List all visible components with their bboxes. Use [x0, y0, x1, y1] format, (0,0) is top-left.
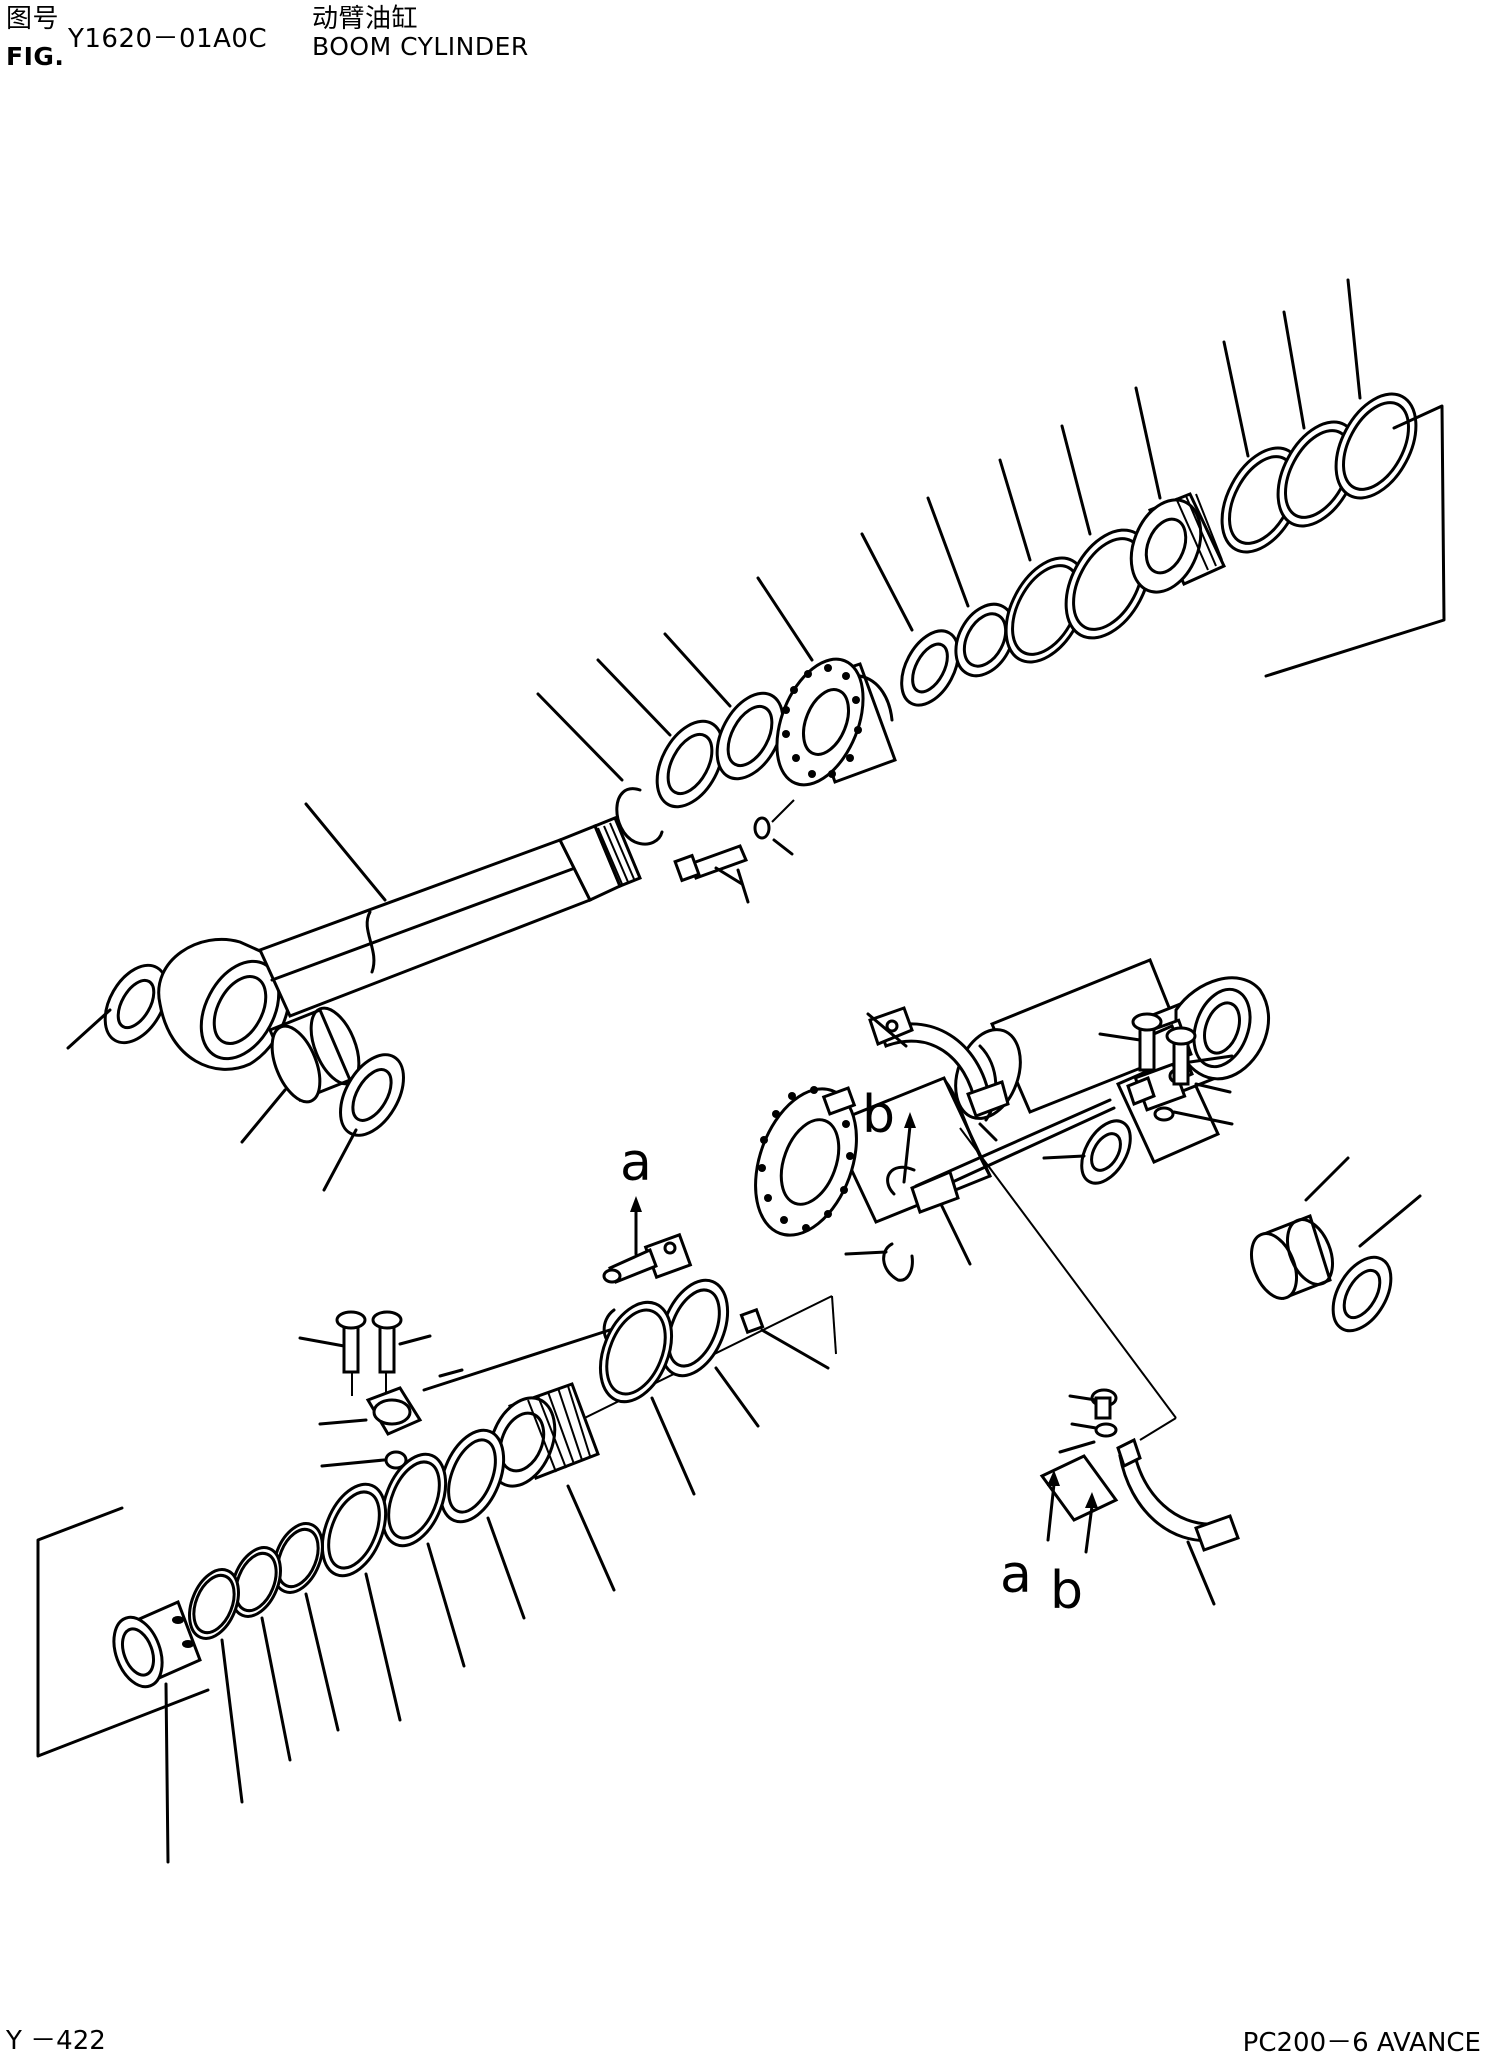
bracket-plate — [1039, 1388, 1119, 1554]
kit-bracket-upper — [1264, 404, 1446, 678]
cylinder-head — [756, 576, 897, 787]
fig-label-cn: 图号 — [6, 4, 60, 34]
title-cn: 动臂油缸 — [312, 4, 419, 34]
callout-a-top: a — [620, 1133, 652, 1193]
backup-ring-1 — [1060, 424, 1152, 640]
page-number: Y －422 — [6, 2026, 106, 2056]
lower-ring-7 — [230, 1546, 292, 1762]
buffer-ring — [860, 532, 960, 707]
bottom-seal — [1331, 1194, 1422, 1333]
title-en: BOOM CYLINDER — [312, 32, 529, 61]
pipe-b — [844, 1012, 1234, 1282]
piston — [1129, 386, 1227, 594]
bushing — [926, 496, 1016, 678]
snap-ring — [536, 692, 664, 846]
lower-collar — [112, 1599, 202, 1864]
piston-rod — [257, 816, 642, 1018]
rod-end-seal — [103, 963, 169, 1045]
bottom-bushing — [1250, 1156, 1350, 1300]
callout-a-bottom: a — [1000, 1545, 1032, 1605]
lower-piston — [487, 1382, 616, 1592]
figure-number: Y1620－01A0C — [68, 24, 268, 54]
lower-ring-6 — [272, 1522, 340, 1732]
tube-plug — [739, 1307, 830, 1370]
callout-b-top: b — [862, 1085, 895, 1145]
alignment-bracket-a — [831, 1295, 837, 1355]
rod-end-bushing — [240, 1006, 361, 1144]
alignment-line-b — [959, 1127, 1177, 1419]
band-clamp-lower — [1116, 1437, 1240, 1606]
pipe-a — [298, 1196, 694, 1470]
rod-end-seal-2 — [322, 1053, 405, 1192]
cylinder-tube — [754, 958, 1188, 1266]
lower-ring-2 — [599, 1300, 696, 1496]
kit-bracket-lower — [36, 1506, 210, 1758]
rod-eye — [157, 937, 292, 1071]
rod-packing — [663, 632, 785, 781]
fig-label-en: FIG. — [6, 42, 65, 71]
alignment-bracket-b — [1139, 1417, 1177, 1441]
machine-model: PC200－6 AVANCE — [1242, 2028, 1481, 2058]
head-washer — [753, 799, 795, 856]
lower-ring-5 — [320, 1482, 402, 1722]
lower-ring-3 — [438, 1428, 526, 1620]
band-clamp-upper — [866, 1006, 1010, 1142]
piston-seal — [1334, 278, 1418, 500]
dust-seal — [596, 658, 725, 809]
tube-bushing — [1042, 1119, 1132, 1185]
lower-ring-8 — [188, 1568, 244, 1804]
lower-ring-4 — [380, 1452, 466, 1668]
head-bolt — [673, 844, 750, 904]
callout-b-bottom: b — [1050, 1561, 1083, 1621]
piston-rod-assembly — [103, 802, 642, 1071]
